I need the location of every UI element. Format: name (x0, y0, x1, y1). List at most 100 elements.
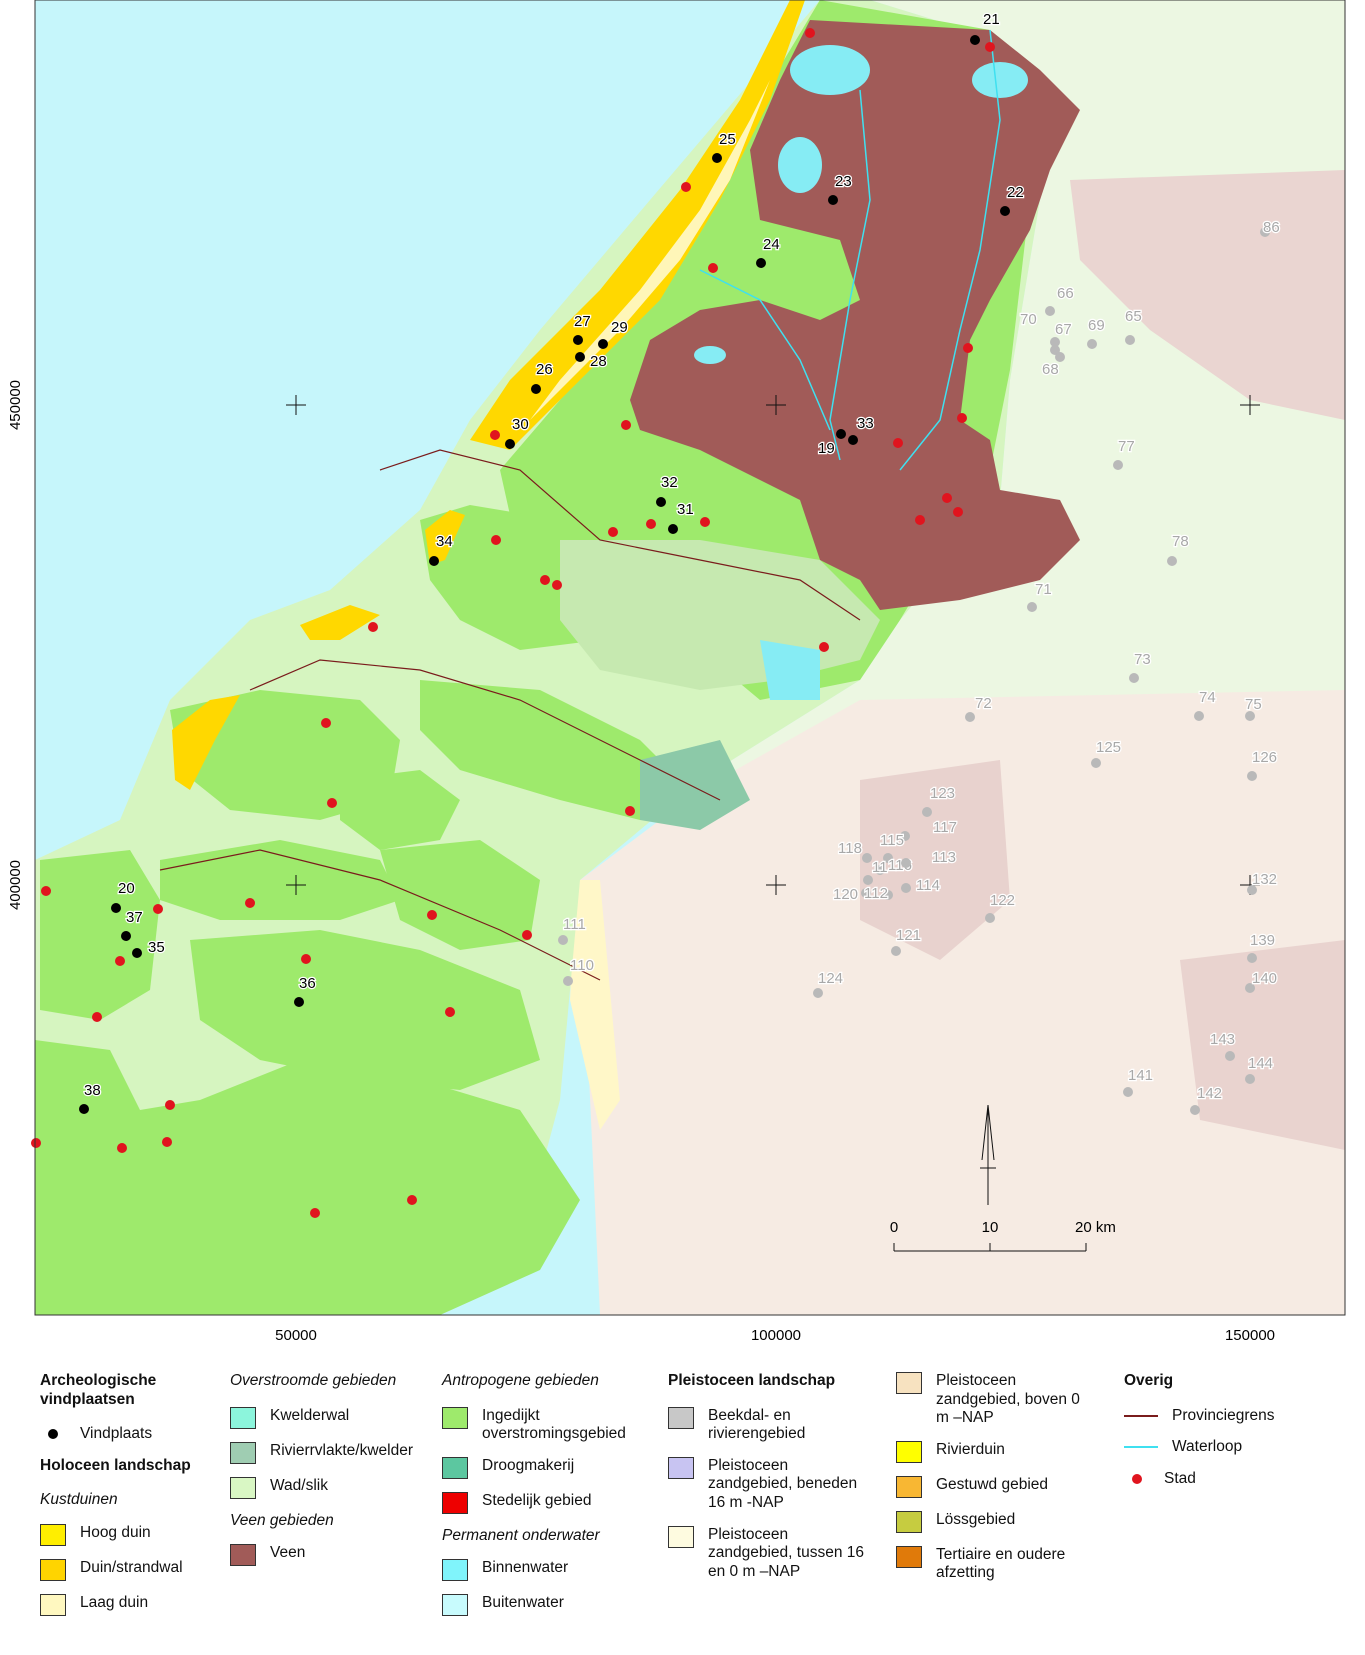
legend-item-zand-beneden: Pleistoceen zandgebied, beneden 16 m -NA… (668, 1456, 873, 1513)
faded-site-marker (1045, 306, 1055, 316)
waterloop-2 (829, 89, 871, 461)
rivierkwelder-swatch (230, 1441, 256, 1464)
peat-area (630, 20, 1080, 610)
faded-site-marker (1194, 711, 1204, 721)
legend-item-loss: Lössgebied (896, 1510, 1096, 1533)
legend-item-kwelderwal: Kwelderwal (230, 1406, 430, 1429)
vindplaats-marker (575, 352, 585, 362)
vindplaats-label: 21 (983, 11, 1000, 28)
y-tick-label: 400000 (7, 860, 24, 910)
legend-onderwater-subtitle: Permanent onderwater (442, 1526, 600, 1544)
vindplaats-label: 25 (719, 131, 736, 148)
faded-site-label: 117 (933, 819, 957, 836)
legend-col-1: Archeologische vindplaatsen Vindplaats H… (40, 1372, 210, 1629)
faded-site-marker (901, 883, 911, 893)
dune-schouwen (172, 695, 240, 790)
vindplaats-label: 20 (118, 880, 135, 897)
faded-site-label: 111 (563, 916, 586, 933)
vindplaats-marker (1000, 206, 1010, 216)
faded-site-marker (883, 853, 893, 863)
legend-item-provinciegrens: Provinciegrens (1124, 1407, 1324, 1426)
duin-strandwal-swatch (40, 1558, 66, 1581)
vindplaats-marker (505, 439, 515, 449)
buitenwater-swatch (442, 1594, 468, 1617)
vindplaats-marker (756, 258, 766, 268)
faded-site-label: 126 (1252, 749, 1277, 766)
faded-site-label: 132 (1252, 871, 1277, 888)
vindplaats-marker (828, 195, 838, 205)
scalebar-label-20: 20 km (1075, 1219, 1116, 1236)
lake-2 (778, 137, 822, 193)
faded-brown-patch-2 (860, 760, 1010, 960)
vindplaats-label: 31 (677, 501, 694, 518)
vindplaats-marker (79, 1104, 89, 1114)
y-tick-label: 450000 (7, 380, 24, 430)
faded-site-marker (558, 935, 568, 945)
faded-site-marker (875, 865, 885, 875)
faded-site-label: 142 (1197, 1085, 1222, 1102)
vindplaats-label: 24 (763, 236, 780, 253)
vindplaats-label: 36 (299, 975, 316, 992)
vindplaats-marker (111, 903, 121, 913)
zand-tussen-swatch (668, 1525, 694, 1548)
faded-site-label: 77 (1118, 438, 1135, 455)
faded-site-marker (900, 831, 910, 841)
pleistocene-sand-faded (580, 690, 1345, 1315)
legend-item-zand-tussen: Pleistoceen zandgebied, tussen 16 en 0 m… (668, 1525, 873, 1582)
faded-site-label: 75 (1245, 696, 1262, 713)
x-tick-label: 150000 (1225, 1327, 1275, 1344)
legend-col-3: Antropogene gebieden Ingedijkt overstrom… (442, 1372, 652, 1629)
faded-site-marker (1245, 711, 1255, 721)
provinciegrens-symbol (1124, 1407, 1158, 1425)
faded-site-marker (965, 712, 975, 722)
legend-item-buitenwater: Buitenwater (442, 1594, 652, 1617)
vindplaats-label: 26 (536, 361, 553, 378)
faded-site-label: 70 (1020, 311, 1037, 328)
x-tick-label: 100000 (751, 1327, 801, 1344)
city-dots (31, 28, 995, 1218)
legend-item-hoog-duin: Hoog duin (40, 1523, 210, 1546)
coastal-dunes (470, 0, 805, 450)
vindplaats-label: 28 (590, 353, 607, 370)
faded-site-label: 78 (1172, 533, 1189, 550)
faded-site-marker (883, 890, 893, 900)
vindplaats-label: 35 (148, 939, 165, 956)
faded-site-marker (863, 875, 873, 885)
zand-boven-swatch (896, 1372, 922, 1394)
faded-site-label: 122 (990, 892, 1015, 909)
legend-item-vindplaats: Vindplaats (40, 1425, 210, 1444)
faded-site-marker (813, 988, 823, 998)
faded-site-label: 121 (896, 927, 921, 944)
faded-site-label: 125 (1096, 739, 1121, 756)
map-svg: 0 10 20 km 50000 100000 150000 450000 40… (7, 0, 1346, 1344)
x-tick-label: 50000 (275, 1327, 317, 1344)
vindplaats-marker (656, 497, 666, 507)
legend-item-duin-strandwal: Duin/strandwal (40, 1558, 210, 1581)
dune-voorne (300, 605, 380, 640)
faded-site-label: 11 (872, 859, 888, 876)
legend-col-4: Pleistoceen landschap Beekdal- en rivier… (668, 1372, 873, 1594)
legend-overig-title: Overig (1124, 1372, 1174, 1389)
tertiair-swatch (896, 1545, 922, 1568)
scalebar (893, 1243, 1087, 1252)
faded-site-marker (563, 976, 573, 986)
legend-item-rivierkwelder: Rivierrvlakte/kwelder (230, 1441, 430, 1464)
legend-item-tertiair: Tertiaire en oudere afzetting (896, 1545, 1096, 1583)
dune-goeree (425, 510, 465, 565)
island-zuid-beveland (190, 930, 540, 1090)
legend-holoceen-title: Holoceen landschap (40, 1456, 191, 1474)
faded-site-label: 113 (932, 849, 956, 866)
legend-col-5: Pleistoceen zandgebied, boven 0 m –NAP R… (896, 1372, 1096, 1596)
faded-site-label: 65 (1125, 308, 1142, 325)
faded-site-label: 68 (1042, 361, 1059, 378)
vindplaats-label: 37 (126, 909, 143, 926)
faded-site-label: 67 (1055, 321, 1072, 338)
faded-site-marker (1050, 337, 1060, 347)
faded-site-marker (1123, 1087, 1133, 1097)
faded-site-marker (1245, 1074, 1255, 1084)
vindplaats-marker (970, 35, 980, 45)
faded-site-label: 71 (1035, 581, 1052, 598)
faded-site-marker (1091, 758, 1101, 768)
legend-item-waterloop: Waterloop (1124, 1438, 1324, 1457)
faded-site-marker (1125, 335, 1135, 345)
